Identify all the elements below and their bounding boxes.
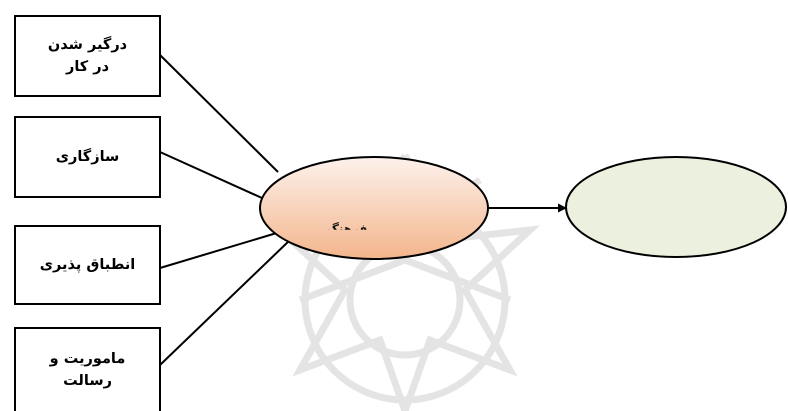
box-adjustability: انطباق پذیری	[14, 225, 161, 305]
connector-engagement	[159, 54, 279, 173]
box-adjustability-label: انطباق پذیری	[39, 257, 136, 273]
box-mission-label: ماموریت و رسالت	[49, 351, 126, 389]
outcome-ellipse	[565, 156, 787, 258]
connector-mission	[159, 239, 291, 366]
box-engagement: درگیر شدن در کار	[14, 15, 161, 97]
box-mission: ماموریت و رسالت	[14, 327, 161, 411]
culture-ellipse	[259, 156, 489, 260]
culture-ellipse-label: فرهنگ	[326, 222, 368, 236]
connector-adjustability	[159, 231, 281, 269]
connectors	[159, 54, 291, 366]
box-adaptability-label: سازگاری	[55, 149, 120, 165]
box-adaptability: سازگاری	[14, 116, 161, 198]
connector-adaptability	[159, 151, 263, 199]
box-engagement-label: درگیر شدن در کار	[47, 37, 128, 75]
